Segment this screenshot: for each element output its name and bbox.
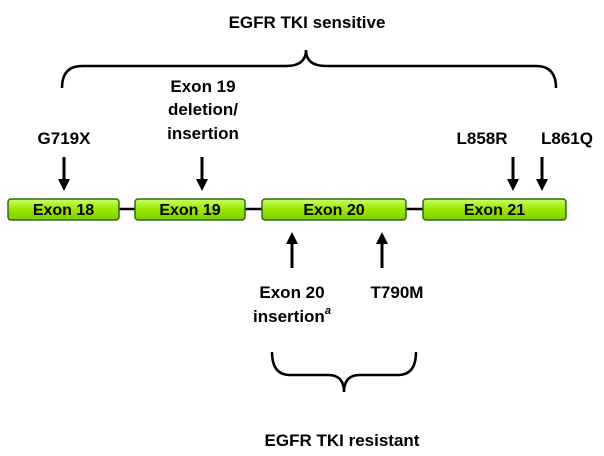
svg-text:deletion/: deletion/ (168, 100, 238, 119)
exon-21: Exon 21 (422, 198, 567, 221)
mutation-label-l858r: L858R (456, 129, 507, 148)
sensitive-brace (60, 49, 558, 89)
mutation-label-g719x: G719X (38, 129, 92, 148)
svg-text:L861Q: L861Q (541, 129, 593, 148)
exon-19: Exon 19 (134, 198, 246, 221)
exon-20: Exon 20 (261, 198, 407, 221)
mutation-label-t790m: T790M (371, 283, 424, 302)
exon-18: Exon 18 (7, 198, 120, 221)
svg-text:T790M: T790M (371, 283, 424, 302)
svg-text:G719X: G719X (38, 129, 92, 148)
svg-text:L858R: L858R (456, 129, 507, 148)
mutation-label-exon20-insertion: Exon 20 insertiona (253, 283, 331, 326)
svg-text:Exon 19: Exon 19 (170, 77, 235, 96)
mutation-label-exon19-deletion-insertion: Exon 19 deletion/ insertion (167, 77, 239, 143)
svg-text:Exon 20: Exon 20 (259, 283, 324, 302)
svg-text:insertion: insertion (167, 124, 239, 143)
mutation-label-l861q: L861Q (541, 129, 593, 148)
top-title: EGFR TKI sensitive (229, 13, 386, 32)
svg-text:Exon 18: Exon 18 (33, 202, 94, 219)
svg-text:insertiona: insertiona (253, 305, 331, 326)
svg-text:Exon 21: Exon 21 (464, 202, 525, 219)
bottom-title: EGFR TKI resistant (265, 431, 420, 450)
svg-text:Exon 19: Exon 19 (159, 202, 220, 219)
resistant-brace (270, 351, 418, 393)
svg-text:Exon 20: Exon 20 (303, 202, 364, 219)
footnote-superscript: a (325, 305, 331, 317)
